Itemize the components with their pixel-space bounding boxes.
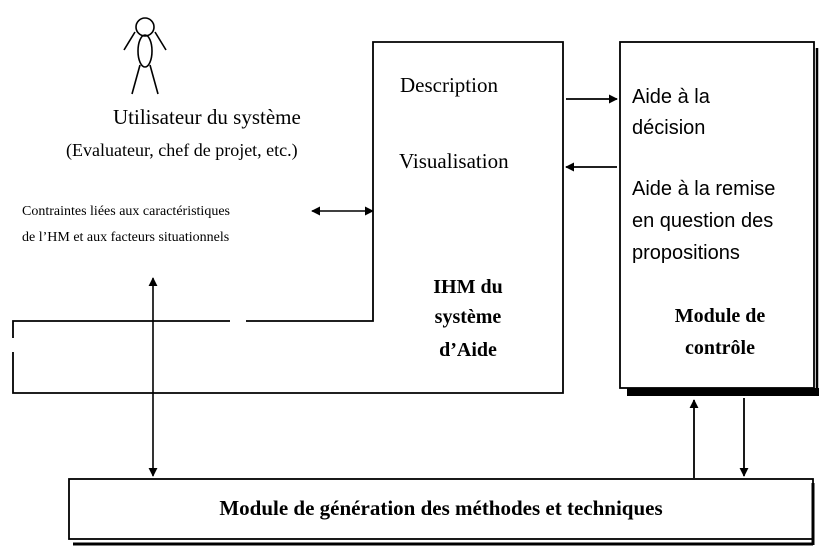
user-title: Utilisateur du système	[113, 105, 301, 129]
control-remise-line-2: en question des	[632, 210, 774, 232]
ihm-title-line-1: IHM du	[433, 276, 503, 298]
control-module-shadow	[627, 388, 819, 396]
ihm-title-line-3: d’Aide	[439, 339, 497, 361]
control-module-title-line-1: Module de	[674, 305, 766, 327]
control-remise-line-1: Aide à la remise	[632, 178, 776, 200]
constraints-line-1: Contraintes liées aux caractéristiques	[22, 204, 230, 219]
control-aide-decision-line-1: Aide à la	[632, 86, 710, 108]
constraints-line-2: de l’HM et aux facteurs situationnels	[22, 230, 230, 245]
ihm-description-label: Description	[400, 73, 498, 97]
control-aide-decision-line-2: décision	[632, 117, 706, 139]
ihm-visualisation-label: Visualisation	[399, 149, 509, 173]
ihm-title-line-2: système	[434, 306, 502, 328]
control-module-title-line-2: contrôle	[685, 337, 755, 359]
user-subtitle: (Evaluateur, chef de projet, etc.)	[66, 140, 298, 160]
control-remise-line-3: propositions	[632, 242, 740, 264]
ihm-box	[12, 41, 564, 394]
stick-figure-user-icon	[123, 17, 167, 95]
generation-module-title: Module de génération des méthodes et tec…	[219, 496, 663, 520]
